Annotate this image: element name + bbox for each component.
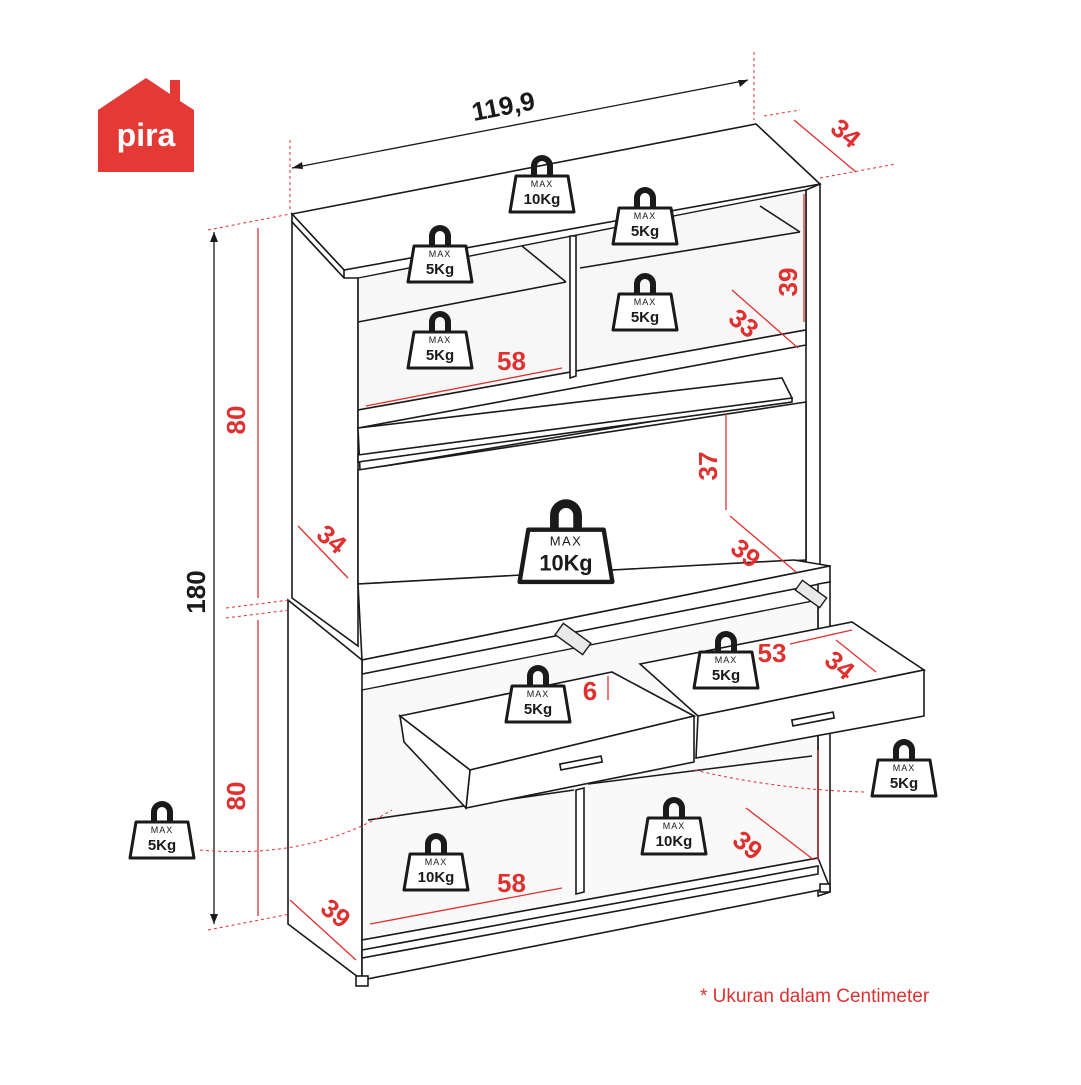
- weight-icons: MAX10KgMAX5KgMAX5KgMAX5KgMAX5KgMAX10KgMA…: [128, 155, 938, 892]
- dim-upper-right-height: 39: [773, 268, 803, 297]
- weight-icon: MAX 5Kg: [504, 665, 572, 724]
- dim-drawer-height: 6: [583, 676, 597, 706]
- weight-value: 5Kg: [631, 309, 659, 326]
- dim-lower-shelf-width: 58: [497, 868, 526, 898]
- weight-icon: MAX 5Kg: [870, 739, 938, 798]
- weight-value: 5Kg: [148, 837, 176, 854]
- weight-icon: MAX 10Kg: [402, 833, 470, 892]
- weight-max-label: MAX: [715, 655, 738, 665]
- weight-max-label: MAX: [429, 249, 452, 259]
- weight-max-label: MAX: [634, 211, 657, 221]
- weight-value: 10Kg: [418, 869, 455, 886]
- dim-mid-height: 37: [693, 452, 723, 481]
- dim-depth-top: 34: [825, 112, 867, 154]
- weight-icon: MAX 10Kg: [640, 797, 708, 856]
- weight-max-label: MAX: [527, 689, 550, 699]
- weight-value: 5Kg: [712, 667, 740, 684]
- weight-max-label: MAX: [531, 179, 554, 189]
- dim-height-total: 180: [181, 570, 211, 613]
- weight-value: 5Kg: [426, 261, 454, 278]
- weight-max-label: MAX: [634, 297, 657, 307]
- weight-value: 10Kg: [524, 191, 561, 208]
- weight-max-label: MAX: [550, 534, 583, 549]
- weight-max-label: MAX: [151, 825, 174, 835]
- weight-icon: MAX 5Kg: [611, 273, 679, 332]
- dim-height-lower: 80: [221, 782, 251, 811]
- dim-upper-shelf-width: 58: [497, 346, 526, 376]
- weight-icon: MAX 5Kg: [692, 631, 760, 690]
- weight-icon: MAX 5Kg: [406, 311, 474, 370]
- weight-value: 10Kg: [539, 550, 592, 575]
- dim-width: 119,9: [469, 85, 537, 127]
- weight-max-label: MAX: [429, 335, 452, 345]
- dim-drawer-width: 53: [758, 638, 787, 668]
- weight-max-label: MAX: [663, 821, 686, 831]
- weight-icon: MAX 5Kg: [611, 187, 679, 246]
- weight-value: 5Kg: [631, 223, 659, 240]
- weight-value: 5Kg: [524, 701, 552, 718]
- weight-icon: MAX 5Kg: [128, 801, 196, 860]
- pira-logo: pira: [98, 78, 194, 172]
- weight-max-label: MAX: [893, 763, 916, 773]
- units-note: * Ukuran dalam Centimeter: [700, 986, 930, 1007]
- weight-value: 5Kg: [890, 775, 918, 792]
- weight-value: 10Kg: [656, 833, 693, 850]
- weight-icon: MAX 10Kg: [508, 155, 576, 214]
- dimension-lines: [199, 52, 897, 961]
- weight-value: 5Kg: [426, 347, 454, 364]
- weight-max-label: MAX: [425, 857, 448, 867]
- logo-text: pira: [117, 117, 176, 153]
- dim-height-upper: 80: [221, 406, 251, 435]
- weight-icon: MAX 5Kg: [406, 225, 474, 284]
